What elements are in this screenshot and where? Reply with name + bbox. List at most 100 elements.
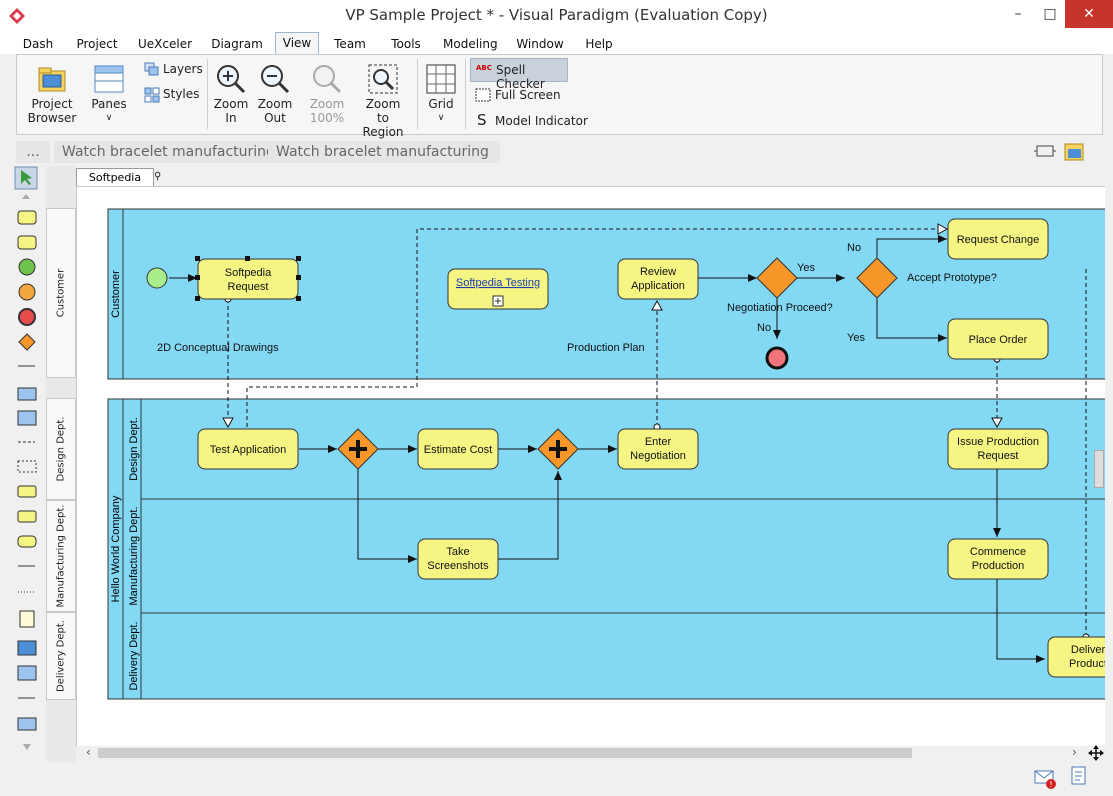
flow-label-no: No: [757, 322, 771, 334]
menu-modeling[interactable]: Modeling: [443, 37, 498, 51]
gateway-accept-prototype[interactable]: [856, 257, 898, 299]
zoom-out-icon: [261, 65, 290, 94]
gateway-label-negotiation: Negotiation Proceed?: [727, 302, 833, 314]
intermediate-event-tool-icon[interactable]: [18, 283, 36, 301]
pan-icon[interactable]: [1088, 745, 1104, 761]
navigator-tab-customer[interactable]: Customer: [46, 208, 76, 378]
minimize-icon[interactable]: –: [1014, 6, 1022, 22]
full-screen-button[interactable]: Full Screen: [471, 85, 571, 105]
task-deliver-product[interactable]: [1047, 636, 1105, 678]
diagram-navigator-icon[interactable]: [1063, 142, 1085, 162]
task-label: Take: [446, 546, 469, 558]
task-enter-negotiation[interactable]: [617, 428, 699, 470]
task-label: Issue Production: [957, 436, 1039, 448]
styles-button[interactable]: Styles: [143, 86, 203, 106]
breadcrumb-item[interactable]: Watch bracelet manufacturing: [268, 141, 500, 163]
layers-button[interactable]: Layers: [143, 61, 203, 81]
zoom-region-button[interactable]: Zoom to Region: [359, 59, 407, 139]
maximize-icon[interactable]: □: [1043, 6, 1057, 22]
diagram-tab[interactable]: Softpedia Test: [76, 168, 154, 202]
lane-tool-icon[interactable]: [17, 410, 37, 426]
gateway-tool-icon[interactable]: [18, 333, 36, 351]
layers-icon: [144, 62, 159, 76]
zoom-100-label-2: 100%: [309, 111, 345, 125]
menu-help[interactable]: Help: [585, 37, 613, 51]
data-object-tool-icon[interactable]: [19, 610, 35, 628]
menu-dash[interactable]: Dash: [22, 37, 54, 51]
task-label: Place Order: [969, 334, 1028, 346]
task-label: Review: [640, 266, 676, 278]
call-activity-tool-icon[interactable]: [17, 510, 37, 523]
task-test-application[interactable]: [197, 428, 299, 470]
spell-checker-button[interactable]: ABC Spell Checker: [470, 58, 568, 91]
menu-tools[interactable]: Tools: [391, 37, 421, 51]
choreography-tool-icon[interactable]: [17, 485, 37, 498]
scroll-down-icon[interactable]: [23, 744, 31, 750]
fit-diagram-icon[interactable]: [1034, 142, 1056, 160]
menu-diagram[interactable]: Diagram: [211, 37, 263, 51]
panes-icon: [94, 65, 124, 93]
end-event-tool-icon[interactable]: [18, 308, 36, 326]
navigator-tab-manufacturing[interactable]: Manufacturing Dept.: [46, 500, 76, 612]
menu-project[interactable]: Project: [76, 37, 118, 51]
pool-tool-icon[interactable]: [17, 387, 37, 401]
horizontal-scrollbar[interactable]: ‹ ›: [84, 745, 1086, 760]
task-review-application[interactable]: [617, 258, 699, 300]
full-screen-icon: [475, 88, 491, 102]
document-edit-icon[interactable]: [1070, 766, 1088, 786]
model-tool-icon[interactable]: [17, 717, 37, 731]
scroll-right-icon[interactable]: ›: [1072, 745, 1077, 759]
menu-uexceler[interactable]: UeXceler: [138, 37, 193, 51]
task-label: Application: [631, 280, 685, 292]
scroll-up-icon[interactable]: [22, 194, 30, 199]
pointer-icon: [21, 170, 32, 185]
end-event[interactable]: [765, 346, 789, 370]
task-issue-production-request[interactable]: [947, 428, 1049, 470]
task-softpedia-request[interactable]: [197, 258, 299, 300]
search-icon[interactable]: ⚲: [154, 171, 162, 182]
diagram-overview-tool-icon[interactable]: [17, 665, 37, 681]
folder-tool-icon[interactable]: [17, 640, 37, 656]
task-tool-icon[interactable]: [17, 210, 37, 225]
task-take-screenshots[interactable]: [417, 538, 499, 580]
scroll-left-icon[interactable]: ‹: [86, 745, 91, 759]
group-tool-icon[interactable]: [17, 460, 37, 473]
zoom-out-button[interactable]: Zoom Out: [255, 59, 295, 131]
task-place-order[interactable]: [947, 318, 1049, 360]
start-event-tool-icon[interactable]: [18, 258, 36, 276]
subprocess-softpedia-testing[interactable]: [447, 268, 549, 310]
breadcrumb-more[interactable]: ...: [16, 141, 50, 163]
flow-label-conceptual: 2D Conceptual Drawings: [157, 342, 279, 354]
breadcrumb-item[interactable]: Watch bracelet manufacturing: [54, 141, 294, 163]
zoom-region-label-2: Region: [362, 125, 404, 139]
close-icon[interactable]: ✕: [1065, 0, 1113, 28]
subprocess-link[interactable]: Softpedia Testing: [456, 277, 540, 289]
zoom-100-button[interactable]: Zoom 100%: [305, 59, 349, 131]
subprocess-tool-icon[interactable]: [17, 235, 37, 250]
navigator-tab-delivery[interactable]: Delivery Dept.: [46, 612, 76, 700]
task-estimate-cost[interactable]: [417, 428, 499, 470]
navigator-tab-design[interactable]: Design Dept.: [46, 398, 76, 500]
styles-label: Styles: [163, 87, 200, 101]
grid-button[interactable]: Grid ∨: [421, 59, 461, 131]
zoom-region-icon: [368, 64, 398, 94]
horizontal-scrollbar-thumb[interactable]: [98, 748, 912, 758]
selection-handles[interactable]: [195, 256, 301, 301]
menu-view[interactable]: View: [275, 32, 319, 54]
zoom-in-button[interactable]: Zoom In: [211, 59, 251, 131]
project-browser-button[interactable]: Project Browser: [25, 59, 79, 131]
gateway-negotiation[interactable]: [756, 257, 798, 299]
task-request-change[interactable]: [947, 218, 1049, 260]
model-indicator-button[interactable]: S Model Indicator: [471, 111, 591, 131]
start-event[interactable]: [146, 267, 168, 289]
message-icon[interactable]: !: [1034, 768, 1058, 790]
pool-label-customer: Customer: [110, 270, 122, 318]
menu-team[interactable]: Team: [334, 37, 366, 51]
model-indicator-label: Model Indicator: [495, 114, 588, 128]
transaction-tool-icon[interactable]: [17, 535, 37, 548]
diagram-canvas[interactable]: Customer Hello World Company Design Dept…: [76, 186, 1105, 746]
panes-button[interactable]: Panes ∨: [85, 59, 133, 131]
task-commence-production[interactable]: [947, 538, 1049, 580]
vertical-scrollbar-thumb[interactable]: [1094, 450, 1104, 488]
menu-window[interactable]: Window: [516, 37, 564, 51]
